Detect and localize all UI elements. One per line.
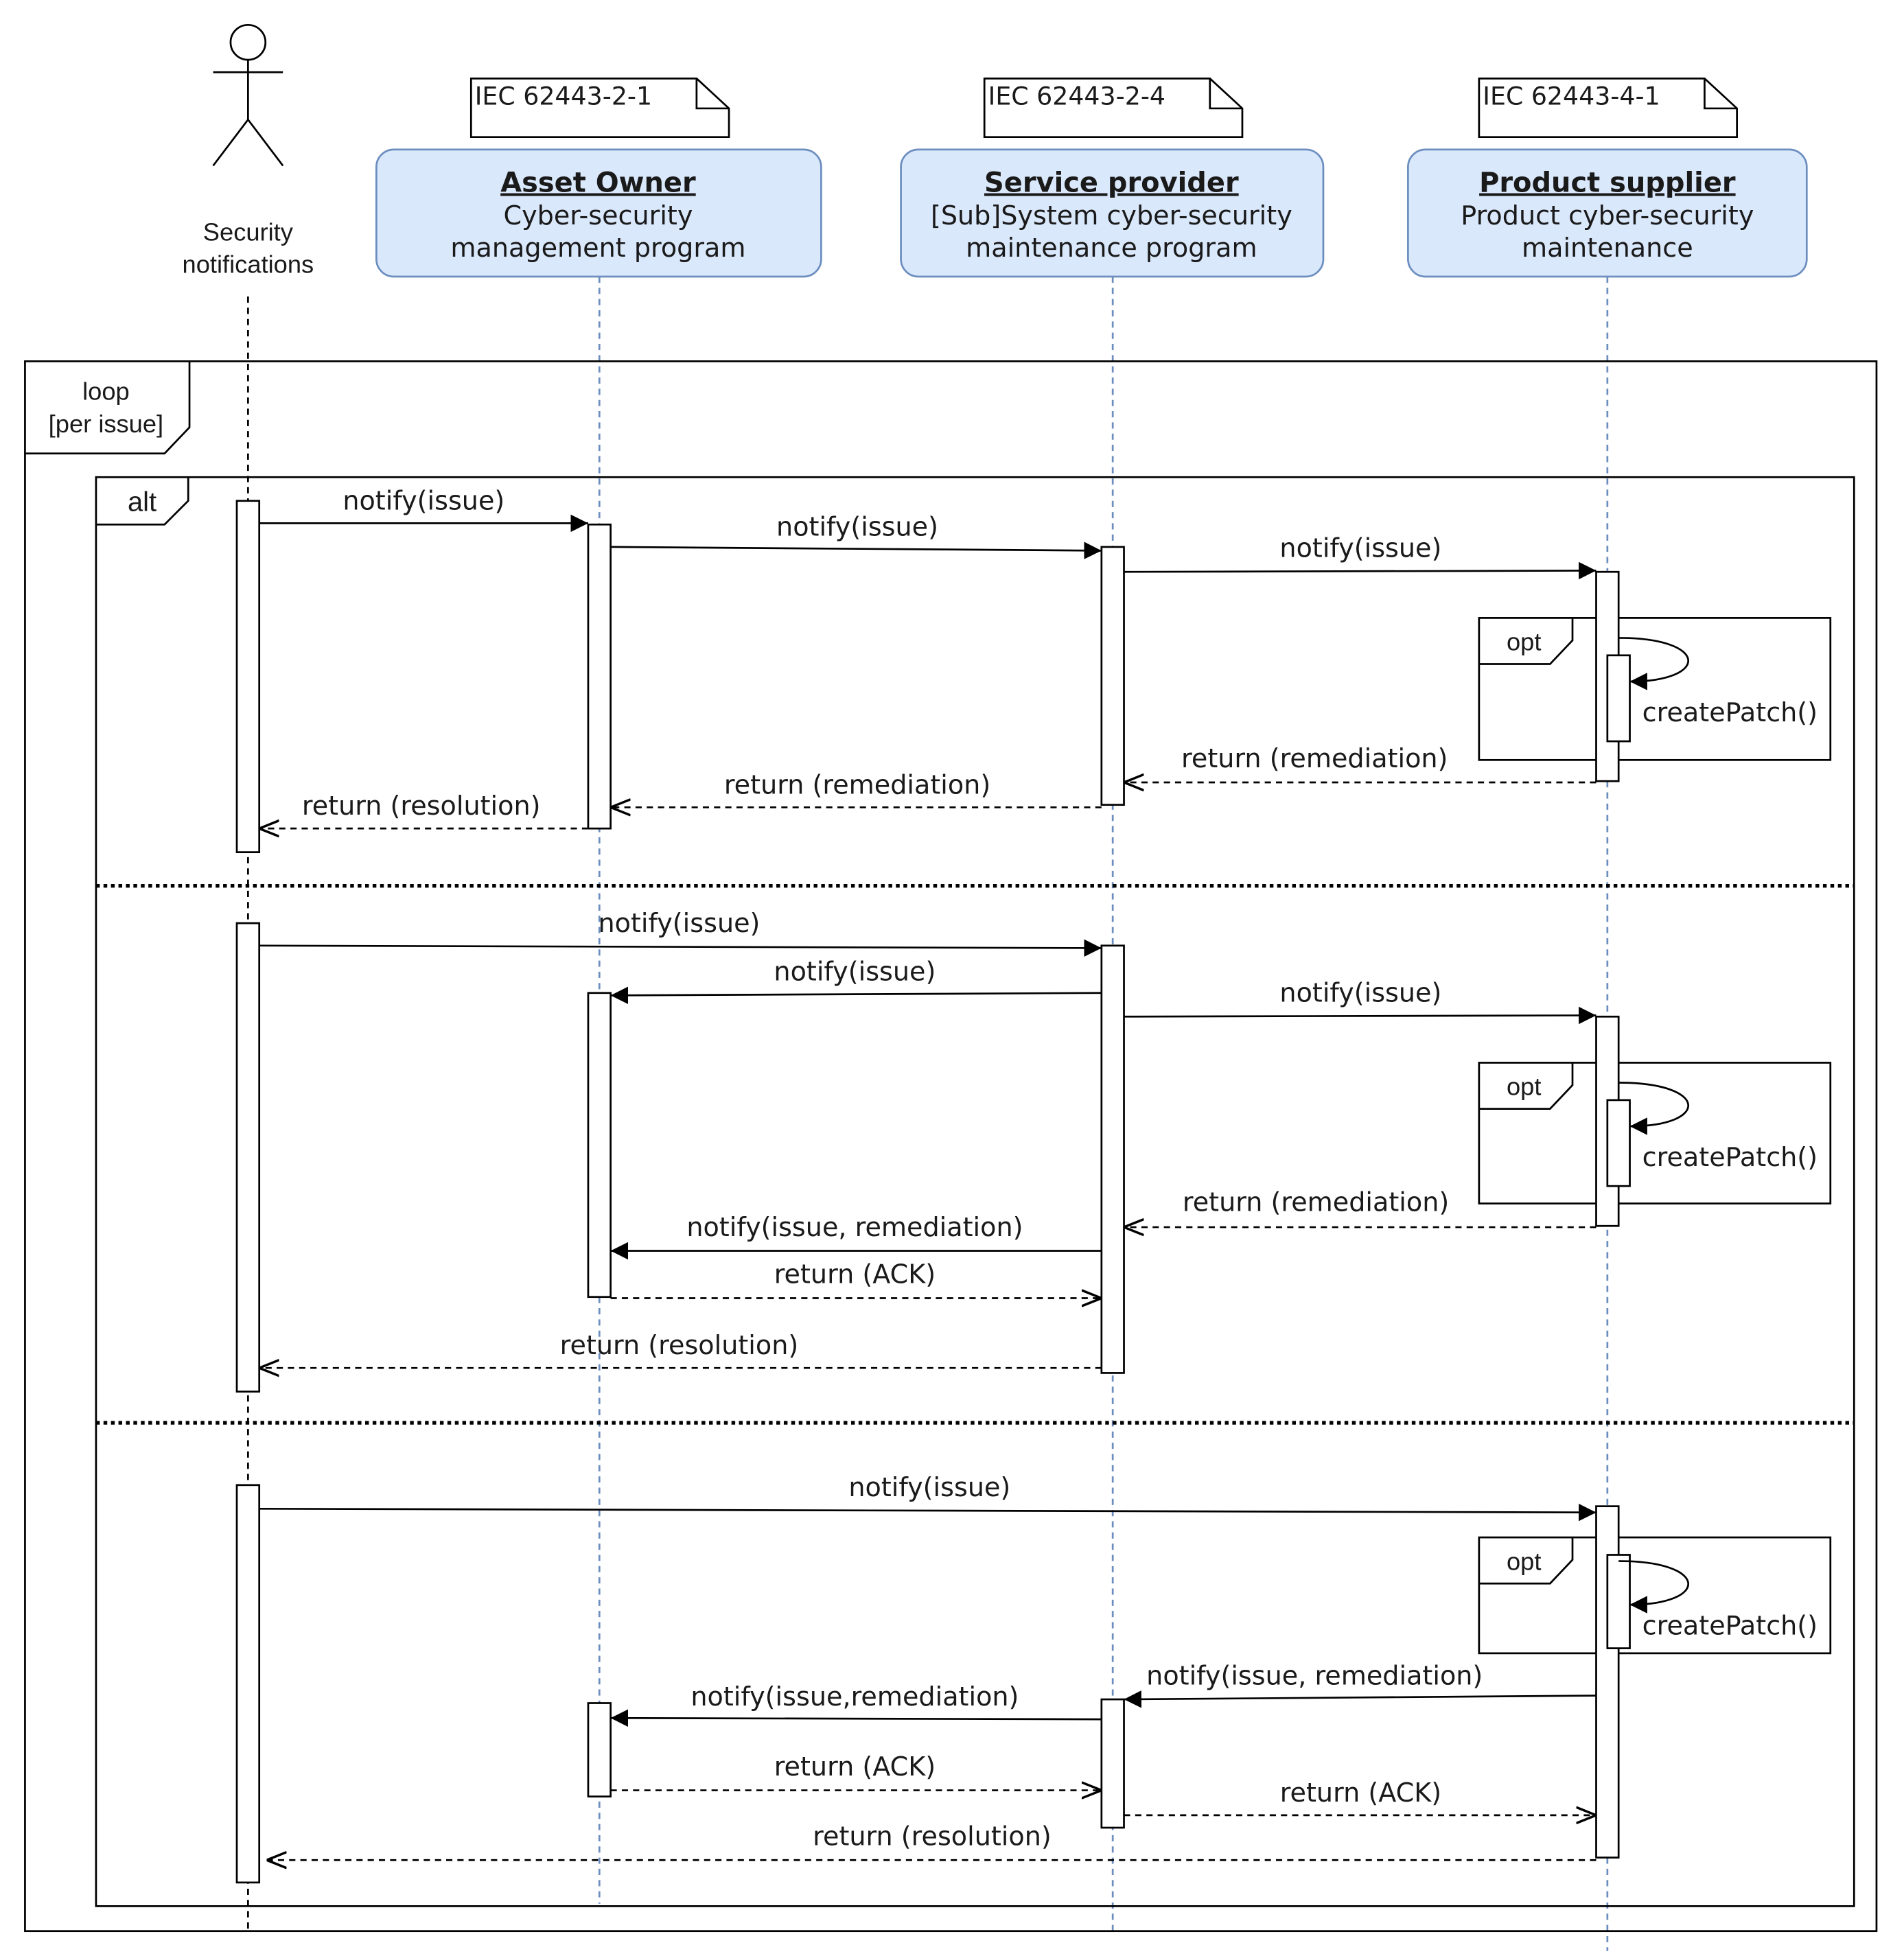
participant-asset-owner: Asset Owner Cyber-security management pr… [375,148,822,278]
activation-provider-1 [1100,546,1125,806]
activation-owner-1 [587,523,612,830]
opt-kind-label-2: opt [1507,1073,1541,1101]
activation-supplier-self-1 [1606,654,1631,743]
msg-s1-return-remediation-owner-label: return (remediation) [724,769,990,800]
participant-product-supplier: Product supplier Product cyber-security … [1407,148,1808,278]
msg-s2-create-patch [1618,1082,1689,1135]
activation-provider-3 [1100,1698,1125,1829]
msg-s2-notify-supplier [1124,1006,1597,1025]
alt-frame: alt [95,476,1855,1907]
msg-s3-notify-supplier [259,1503,1597,1522]
participant-service-provider: Service provider [Sub]System cyber-secur… [900,148,1325,278]
msg-s1-create-patch-label: createPatch() [1642,697,1818,727]
activation-owner-3 [587,1702,612,1798]
activation-actor-2 [235,922,261,1393]
msg-s2-notify-owner-remediation-label: notify(issue, remediation) [686,1212,1023,1242]
participant-supplier-line1: Product cyber-security [1461,200,1754,231]
msg-s3-notify-provider-remediation [1124,1690,1597,1708]
note-owner-standard: IEC 62443-2-1 [469,78,730,139]
msg-s2-return-remediation-label: return (remediation) [1183,1187,1449,1217]
msg-s3-notify-provider-remediation-label: notify(issue, remediation) [1146,1660,1483,1690]
note-supplier-text: IEC 62443-4-1 [1483,81,1660,110]
msg-s3-return-ack-supplier-label: return (ACK) [1280,1778,1441,1808]
actor-label-line1: Security [203,218,294,246]
msg-s1-return-resolution-label: return (resolution) [302,791,541,821]
msg-s3-notify-owner-remediation [610,1709,1102,1727]
segment-3-messages: notify(issue) createPatch() notify(issue… [259,1472,1818,1860]
participant-provider-line2: maintenance program [966,233,1257,263]
opt-frame-3: opt [1478,1536,1832,1655]
activation-owner-2 [587,992,612,1299]
msg-s1-create-patch [1618,637,1689,690]
msg-s1-notify-owner-label: notify(issue) [343,485,504,515]
msg-s3-create-patch-label: createPatch() [1642,1611,1818,1641]
msg-s3-notify-supplier-label: notify(issue) [848,1472,1010,1502]
msg-s1-return-remediation-provider-label: return (remediation) [1181,743,1448,773]
msg-s2-notify-supplier-label: notify(issue) [1279,977,1441,1008]
opt-kind-label-1: opt [1507,628,1541,656]
msg-s3-create-patch [1618,1560,1689,1614]
msg-s2-notify-owner [610,986,1102,1004]
actor-label-line2: notifications [183,251,314,279]
msg-s3-return-ack-provider-label: return (ACK) [774,1751,936,1782]
msg-s2-notify-owner-label: notify(issue) [774,957,936,987]
opt-frame-2: opt [1478,1062,1832,1204]
activation-actor-1 [235,500,261,854]
note-supplier-standard: IEC 62443-4-1 [1478,78,1738,139]
opt-kind-label-3: opt [1507,1547,1541,1575]
msg-s2-notify-provider [259,939,1102,957]
participant-supplier-title: Product supplier [1479,167,1736,199]
opt-frame-1: opt [1478,617,1832,761]
msg-s2-return-resolution-label: return (resolution) [560,1330,799,1360]
participant-provider-line1: [Sub]System cyber-security [931,200,1292,231]
activation-provider-2 [1100,944,1125,1374]
participant-owner-title: Asset Owner [500,167,696,199]
note-owner-text: IEC 62443-2-1 [475,81,652,110]
participant-supplier-line2: maintenance [1522,233,1693,263]
msg-s1-notify-supplier-label: notify(issue) [1279,533,1441,563]
msg-s2-return-ack-label: return (ACK) [774,1259,936,1290]
participant-provider-title: Service provider [984,167,1239,199]
activation-supplier-self-2 [1606,1099,1631,1187]
msg-s2-notify-provider-label: notify(issue) [598,908,760,938]
msg-s1-notify-provider-label: notify(issue) [776,512,938,542]
msg-s3-notify-owner-remediation-label: notify(issue,remediation) [690,1681,1019,1712]
loop-guard-label: [per issue] [49,410,163,438]
alt-kind-label: alt [128,487,156,517]
segment-1-messages: notify(issue) notify(issue) notify(issue… [259,485,1818,828]
participant-owner-line1: Cyber-security [503,200,693,231]
msg-s2-create-patch-label: createPatch() [1642,1142,1818,1172]
note-provider-standard: IEC 62443-2-4 [983,78,1244,139]
actor-icon [212,23,284,167]
loop-kind-label: loop [82,377,130,406]
loop-frame: loop [per issue] [24,360,1878,1933]
activation-supplier-self-3 [1606,1554,1631,1649]
msg-s1-notify-provider [610,542,1102,559]
activation-actor-3 [235,1484,261,1884]
participant-owner-line2: management program [450,233,745,263]
msg-s1-notify-supplier [1124,561,1597,580]
note-provider-text: IEC 62443-2-4 [988,81,1165,110]
segment-2-messages: notify(issue) notify(issue) notify(issue… [259,908,1818,1368]
msg-s3-return-resolution-label: return (resolution) [813,1821,1052,1851]
actor-security-notifications: Security notifications [183,23,314,279]
